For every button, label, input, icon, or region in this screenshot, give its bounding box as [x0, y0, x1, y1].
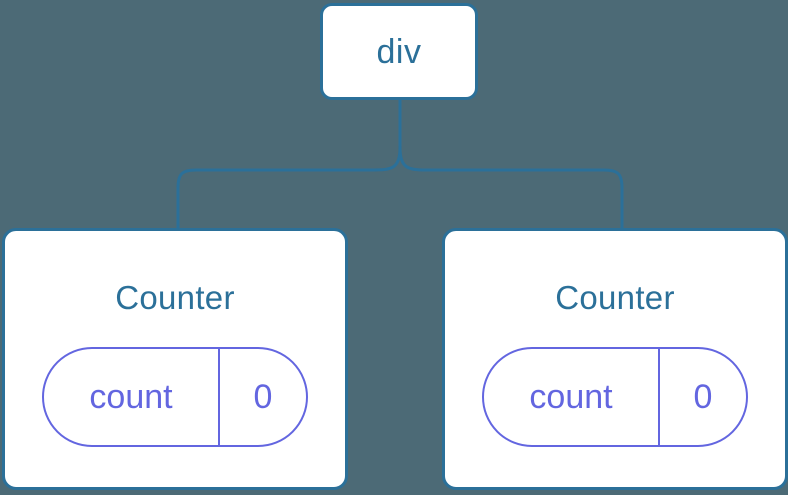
node-counter-1-title: Counter — [115, 279, 235, 316]
state-capsule-2: count 0 — [482, 347, 748, 447]
node-counter-1[interactable]: Counter count 0 — [2, 228, 348, 490]
node-div-label: div — [376, 32, 422, 71]
state-value-2: 0 — [693, 378, 713, 416]
state-key-1: count — [44, 349, 220, 445]
node-counter-2-title: Counter — [555, 279, 675, 316]
state-key-2: count — [484, 349, 660, 445]
connector-split-right — [398, 146, 606, 172]
state-value-1: 0 — [253, 378, 273, 416]
connector-split-left — [194, 146, 402, 172]
node-div[interactable]: div — [320, 3, 478, 100]
state-capsule-1: count 0 — [42, 347, 308, 447]
connector-drop-left — [176, 168, 197, 230]
node-counter-2[interactable]: Counter count 0 — [442, 228, 788, 490]
connector-drop-right — [603, 168, 624, 230]
